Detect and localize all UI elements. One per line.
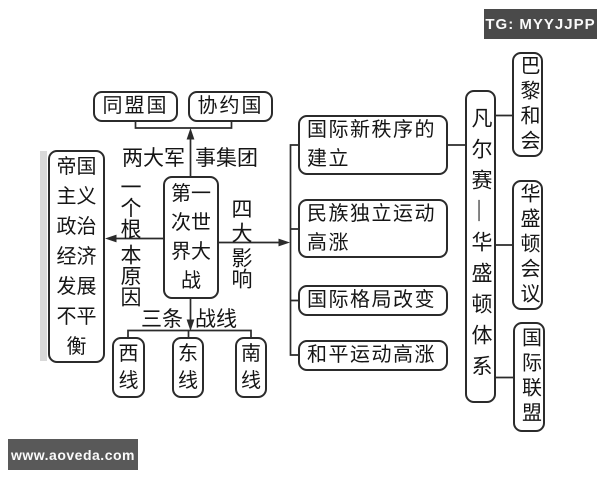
fronts-label-right: 战线	[195, 307, 237, 331]
blocs-label-left: 两大军	[122, 146, 185, 170]
eastern-front-box: 东线	[172, 337, 204, 398]
washington-conference-box: 华盛顿会议	[512, 180, 543, 310]
alliance-box: 同盟国	[93, 91, 178, 122]
southern-front-text: 南线	[241, 342, 261, 392]
effects-label-top: 四大	[229, 198, 253, 246]
entente-box: 协约国	[188, 91, 273, 122]
blocs-label-right: 事集团	[195, 146, 258, 170]
paris-conference-box: 巴黎和会	[512, 52, 543, 157]
western-front-box: 西线	[112, 337, 145, 398]
tg-watermark-badge: TG: MYYJJPP	[484, 9, 597, 39]
cause-label-bottom: 本原因	[118, 244, 142, 307]
fronts-label-left: 三条	[141, 307, 183, 331]
effect-box-peace-movement: 和平运动高涨	[298, 340, 448, 371]
effect-box-new-order: 国际新秩序的建立	[298, 115, 448, 175]
center-topic-text: 第一次世界大战	[171, 182, 211, 292]
effect-box-independence: 民族独立运动高涨	[298, 199, 448, 258]
cause-label-top: 一个根	[118, 176, 142, 239]
effects-label-bottom: 影响	[229, 247, 253, 289]
league-of-nations-box: 国际联盟	[513, 322, 545, 432]
site-watermark-badge: www.aoveda.com	[8, 439, 138, 470]
cause-box: 帝国主义政治经济发展不平衡	[48, 150, 105, 363]
western-front-text: 西线	[118, 342, 139, 392]
cause-box-text: 帝国主义政治经济发展不平衡	[56, 155, 97, 358]
southern-front-box: 南线	[235, 337, 267, 398]
eastern-front-text: 东线	[178, 342, 198, 392]
versailles-washington-system-box: 凡尔赛—华盛顿体系	[465, 90, 496, 403]
effect-box-pattern-change: 国际格局改变	[298, 285, 448, 316]
scan-shadow-strip	[40, 151, 47, 361]
center-topic-box: 第一次世界大战	[163, 176, 219, 299]
